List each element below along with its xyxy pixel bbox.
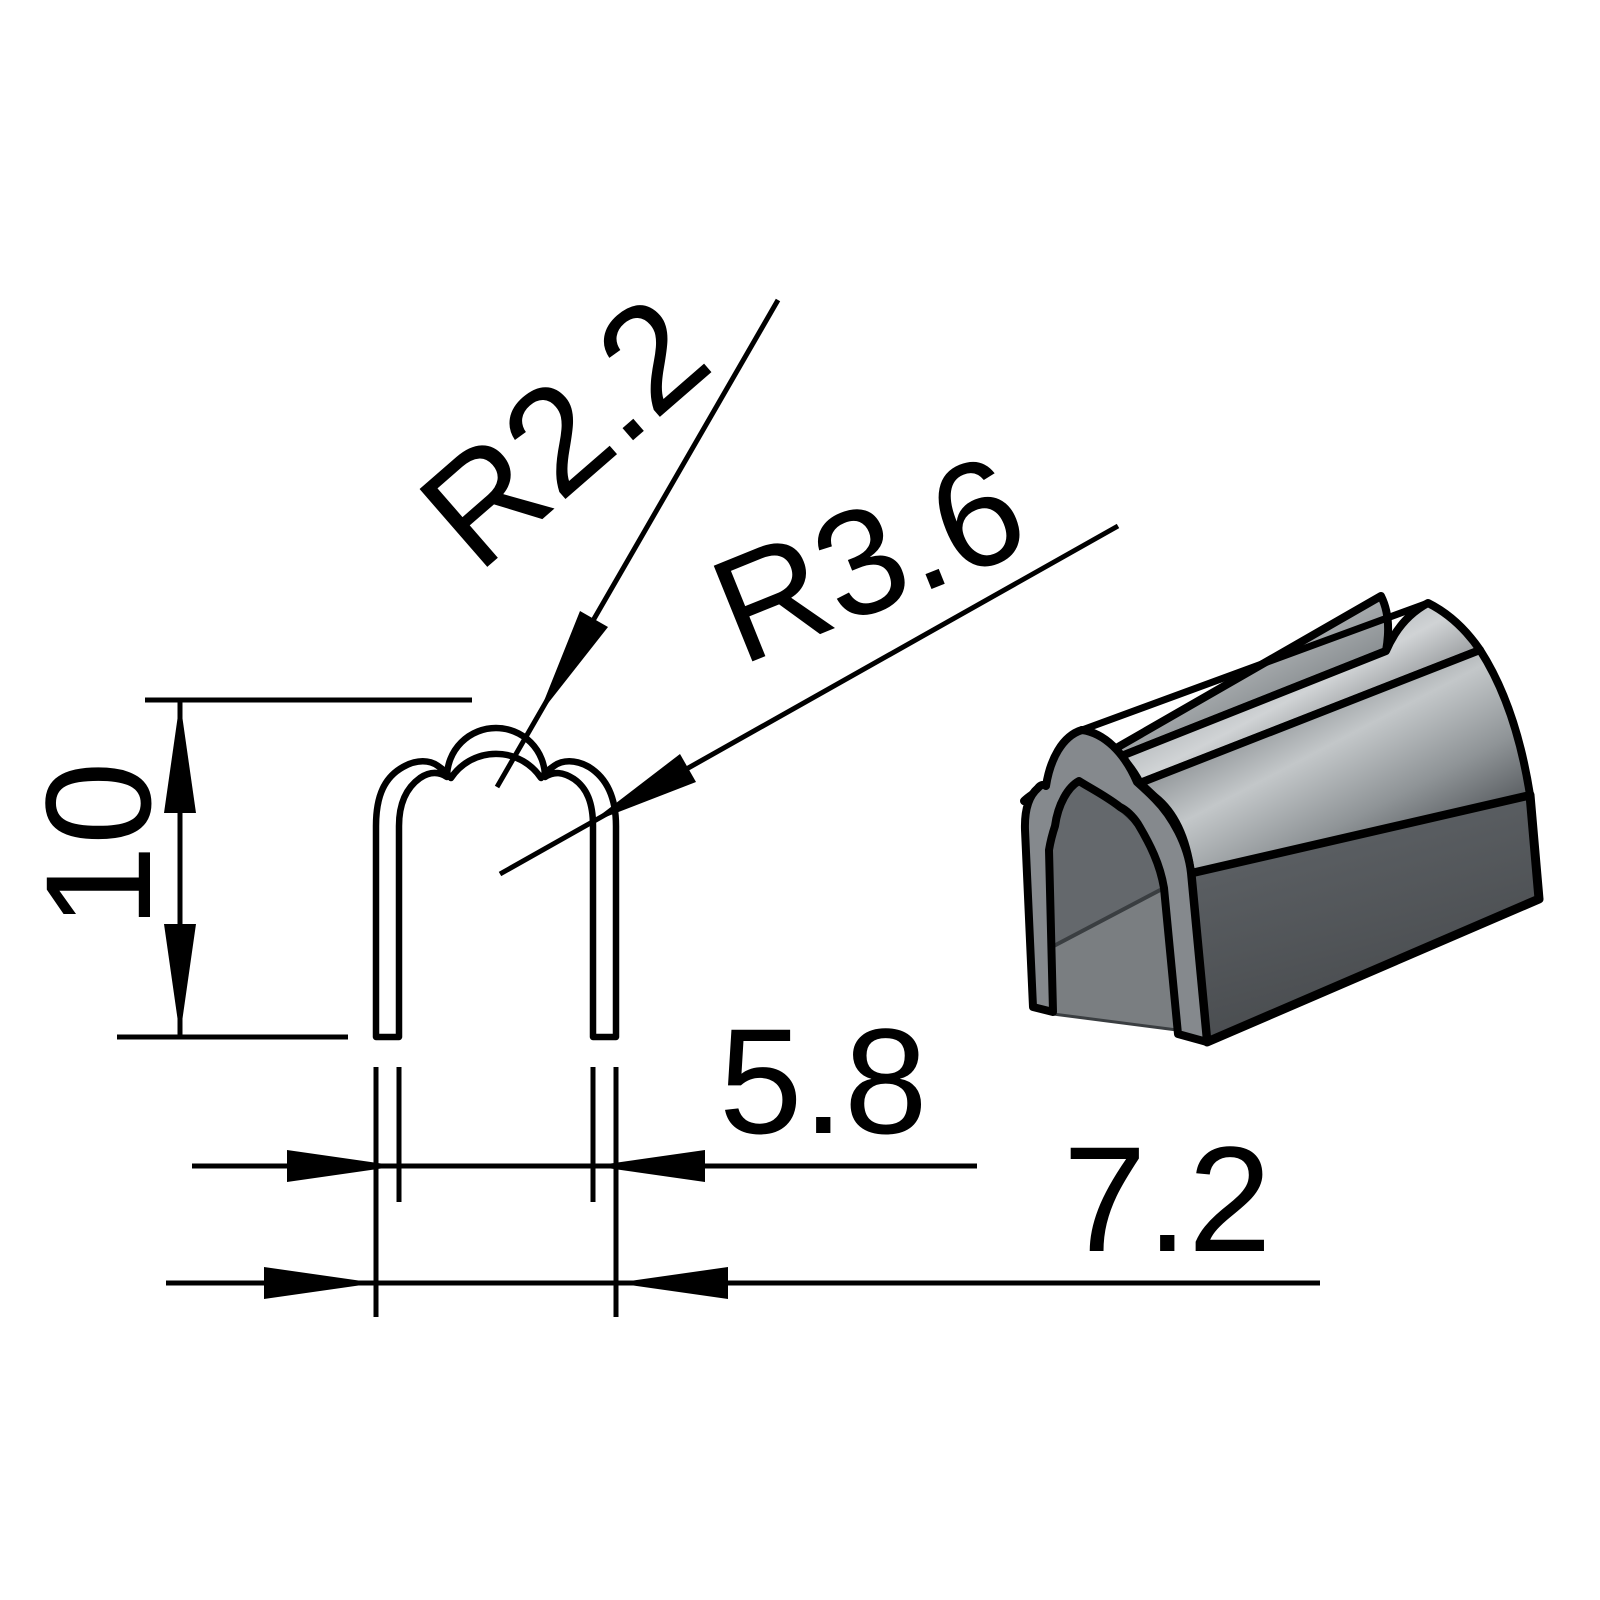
height-dimension-label: 10 bbox=[14, 762, 182, 929]
arrow-outer-right bbox=[616, 1267, 728, 1299]
arrow-inner-left bbox=[287, 1150, 399, 1182]
inner-width-dimension-label: 5.8 bbox=[719, 997, 928, 1165]
dimension-arrowheads bbox=[164, 611, 728, 1299]
outer-width-dimension-label: 7.2 bbox=[1063, 1115, 1272, 1283]
isometric-3d-view bbox=[1020, 592, 1544, 1047]
3d-front-face bbox=[1020, 726, 1211, 1046]
arrow-height-bottom bbox=[164, 924, 196, 1036]
arrow-radius-large bbox=[590, 754, 696, 823]
profile-cross-section bbox=[372, 724, 620, 1041]
arrow-radius-small bbox=[538, 611, 608, 716]
small-radius-label: R2.2 bbox=[389, 264, 738, 599]
large-radius-label: R3.6 bbox=[690, 421, 1047, 695]
arrow-inner-right bbox=[593, 1150, 705, 1182]
3d-bump-silhouette-edge bbox=[1078, 599, 1432, 734]
arrow-height-top bbox=[164, 701, 196, 813]
3d-interior-seam bbox=[1046, 886, 1166, 951]
arrow-outer-left bbox=[264, 1267, 376, 1299]
